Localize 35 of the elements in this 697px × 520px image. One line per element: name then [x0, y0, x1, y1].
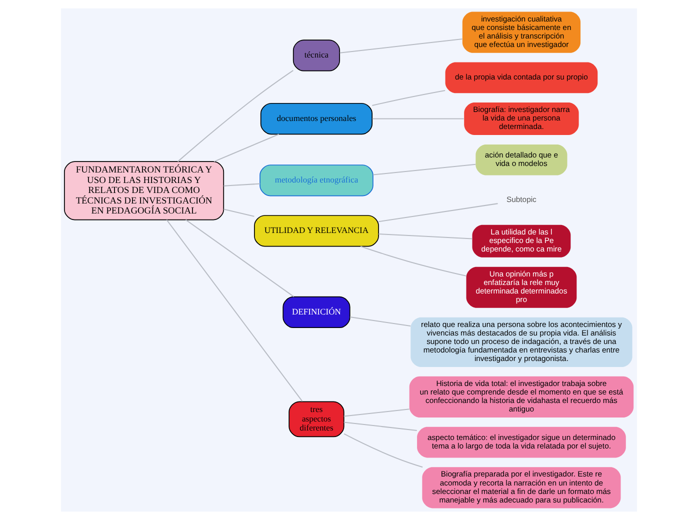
node-box: DEFINICIÓN [282, 296, 350, 328]
node-box: relato que realiza una persona sobre los acontecimientos y vivencias más destacados de su propia vida. El análisis supone todo un proceso de indagación, a través de una metodología fundamentada en entrevistas y charlas entre investigador y protagonista. [410, 317, 632, 367]
connector [343, 433, 422, 468]
connector [184, 219, 294, 298]
node-box: Biografía preparada por el investigador. Este re acomoda y recorta la narración en un intento de seleccionar el material a fin de darle un formato más manejable y más adecuado para su publicación. [422, 467, 620, 508]
connector [223, 183, 260, 186]
node-box: metodología etnográfica [259, 164, 373, 196]
connector [339, 38, 462, 54]
node-box: Una opinión más p enfatizaría la rele muy determinada determinados pro [466, 266, 576, 308]
node-box: UTILIDAD Y RELEVANCIA [254, 215, 378, 247]
connector [176, 70, 293, 162]
node-box: FUNDAMENTARON TEÓRICA Y USO DE LAS HISTORIAS Y RELATOS DE VIDA COMO TÉCNICAS DE INVESTIGACIÓN EN PEDAGOGÍA SOCIAL [64, 161, 224, 220]
connector [349, 316, 410, 326]
connector [372, 118, 464, 120]
node-box: documentos personales [260, 102, 372, 135]
node-box: Biografía: investigador narra la vida de una persona determinada. [464, 102, 578, 136]
connector [166, 220, 302, 402]
node-box: tres aspectos diferentes [288, 401, 344, 438]
connector [213, 134, 279, 162]
connector [343, 422, 416, 432]
node-box: ación detallado que e vida o modelos [475, 144, 567, 176]
node-box: aspecto temático: el investigador sigue un determinado tema a lo largo de toda la vida relatada por el sujeto. [416, 426, 626, 458]
node-box: Historia de vida total: el investigador trabaja sobre un relato que comprende desde el momento en que se está confeccionando la historia de vidahasta el recuerdo más antiguo [408, 376, 634, 418]
node-box: investigación cualitativa que consiste básicamente en el análisis y transcripción que efectúa un investigador [462, 12, 580, 53]
connector [223, 208, 254, 217]
connector [343, 408, 409, 417]
connector [378, 203, 498, 222]
node-box: técnica [292, 40, 340, 72]
node-text: Subtopic [506, 194, 536, 204]
connector [378, 233, 472, 240]
node-box: de la propia vida contada por su propio [444, 62, 598, 94]
connector [372, 164, 476, 176]
node-box: La utilidad de las l especifico de la Pe depende, como ca mire [472, 224, 570, 258]
connector [372, 90, 445, 106]
connector [360, 246, 466, 276]
